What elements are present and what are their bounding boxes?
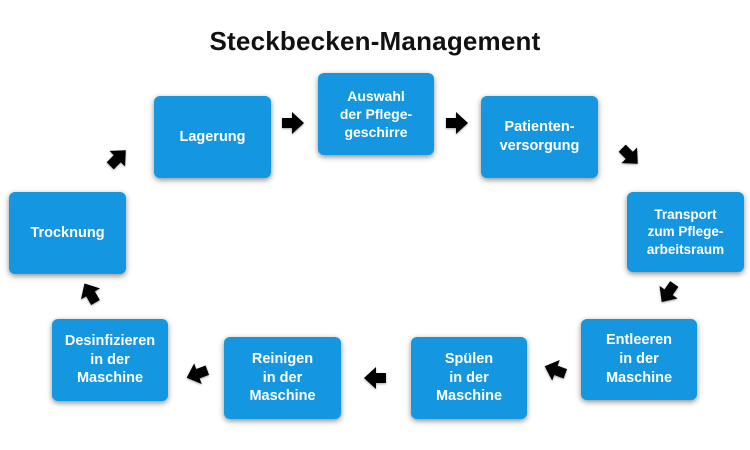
arrow-icon [362, 365, 388, 391]
step-trocknung: Trocknung [9, 192, 126, 274]
step-transport-pflegearbeitsraum: Transport zum Pflege- arbeitsraum [627, 192, 744, 272]
arrow-icon [105, 145, 131, 171]
step-auswahl-pflegegeschirre: Auswahl der Pflege- geschirre [318, 73, 434, 155]
step-patientenversorgung: Patienten- versorgung [481, 96, 598, 178]
arrow-icon [655, 280, 681, 306]
step-desinfizieren: Desinfizieren in der Maschine [52, 319, 168, 401]
arrow-icon [444, 110, 470, 136]
arrow-icon [280, 110, 306, 136]
arrow-icon [542, 357, 568, 383]
arrow-icon [184, 361, 210, 387]
step-entleeren: Entleeren in der Maschine [581, 319, 697, 400]
step-lagerung: Lagerung [154, 96, 271, 178]
step-reinigen: Reinigen in der Maschine [224, 337, 341, 419]
arrow-icon [617, 143, 643, 169]
diagram-title: Steckbecken-Management [209, 26, 541, 56]
arrow-icon [77, 280, 103, 306]
step-spuelen: Spülen in der Maschine [411, 337, 527, 419]
